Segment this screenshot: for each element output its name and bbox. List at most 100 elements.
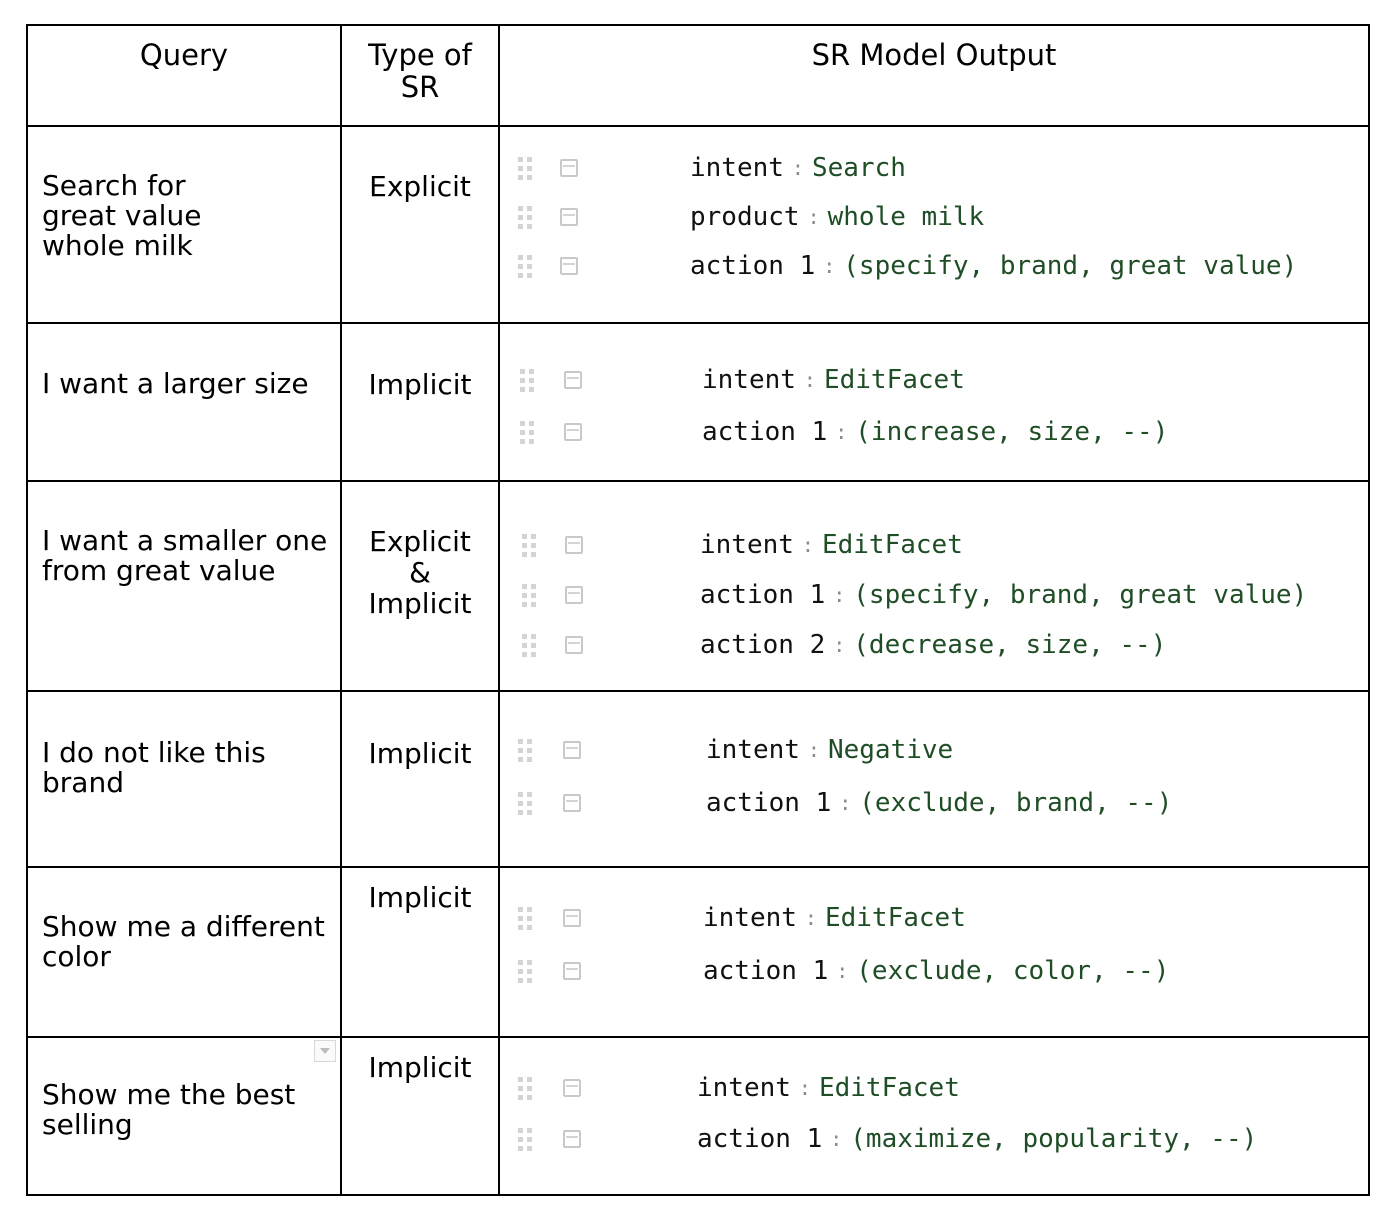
output-field: action 2:(decrease, size, --) [700, 625, 1166, 665]
drag-handle-icon[interactable] [518, 203, 532, 231]
field-value: EditFacet [824, 903, 966, 933]
query-text: Show me the best selling [42, 1078, 296, 1141]
field-key: action 1 [700, 580, 826, 610]
field-key: action 2 [700, 630, 826, 660]
field-key: intent [700, 530, 794, 560]
header-type-label: Type of SR [368, 38, 472, 104]
field-key: intent [706, 735, 800, 765]
query-cell: Show me a different color [26, 866, 342, 1038]
drag-handle-icon[interactable] [522, 631, 536, 659]
drag-handle-icon[interactable] [520, 418, 534, 446]
field-checkbox-icon[interactable] [560, 159, 578, 177]
field-key: intent [690, 153, 784, 183]
header-row: Query Type of SR SR Model Output [26, 24, 1370, 127]
field-separator: : [836, 959, 849, 983]
field-key: action 1 [690, 251, 816, 281]
drag-handle-icon[interactable] [522, 581, 536, 609]
field-key: action 1 [703, 956, 829, 986]
query-text: I want a larger size [42, 367, 309, 400]
sr-type-cell: Explicit & Implicit [340, 480, 500, 692]
sr-type-text: Implicit [368, 737, 472, 770]
field-checkbox-icon[interactable] [560, 208, 578, 226]
query-cell: I want a larger size [26, 322, 342, 482]
drag-handle-icon[interactable] [522, 531, 536, 559]
field-value: (specify, brand, great value) [843, 251, 1298, 281]
field-checkbox-icon[interactable] [563, 741, 581, 759]
header-query: Query [26, 24, 342, 127]
drag-handle-icon[interactable] [518, 154, 532, 182]
field-value: EditFacet [818, 1073, 960, 1103]
drag-handle-icon[interactable] [518, 957, 532, 985]
query-text: Search for great value whole milk [42, 169, 202, 262]
sr-type-cell: Implicit [340, 1036, 500, 1196]
sr-examples-table: Query Type of SR SR Model Output Search … [26, 24, 1370, 1196]
query-cell: Search for great value whole milk [26, 125, 342, 324]
header-type: Type of SR [340, 24, 500, 127]
drag-handle-icon[interactable] [518, 736, 532, 764]
sr-output-cell: intent: EditFacet action 1: (specify, brand… [498, 480, 1370, 692]
field-separator: : [807, 205, 820, 229]
output-field: action 1:(exclude, brand, --) [706, 783, 1172, 823]
field-value: (specify, brand, great value) [853, 580, 1308, 610]
field-checkbox-icon[interactable] [565, 636, 583, 654]
field-checkbox-icon[interactable] [564, 371, 582, 389]
field-value: (exclude, brand, --) [859, 788, 1173, 818]
table-row: Search for great value whole milk Explici… [26, 125, 1370, 324]
field-key: action 1 [706, 788, 832, 818]
field-value: (maximize, popularity, --) [850, 1124, 1258, 1154]
field-value: EditFacet [821, 530, 963, 560]
drag-handle-icon[interactable] [520, 366, 534, 394]
output-field: action 1:(increase, size, --) [702, 412, 1168, 452]
field-separator: : [791, 156, 804, 180]
field-separator: : [835, 420, 848, 444]
field-checkbox-icon[interactable] [563, 962, 581, 980]
sr-type-text: Implicit [368, 368, 472, 401]
field-separator: : [833, 583, 846, 607]
field-checkbox-icon[interactable] [564, 423, 582, 441]
field-separator: : [807, 738, 820, 762]
output-field: action 1:(specify, brand, great value) [690, 246, 1297, 286]
drag-handle-icon[interactable] [518, 252, 532, 280]
field-key: action 1 [697, 1124, 823, 1154]
drag-handle-icon[interactable] [518, 1125, 532, 1153]
field-checkbox-icon[interactable] [563, 1130, 581, 1148]
header-output: SR Model Output [498, 24, 1370, 127]
output-field: intent: Negative [706, 730, 953, 770]
output-field: intent:EditFacet [697, 1068, 960, 1108]
drag-handle-icon[interactable] [518, 1074, 532, 1102]
field-separator: : [801, 533, 814, 557]
field-value: EditFacet [823, 365, 965, 395]
field-key: intent [702, 365, 796, 395]
field-checkbox-icon[interactable] [565, 536, 583, 554]
drag-handle-icon[interactable] [518, 789, 532, 817]
field-checkbox-icon[interactable] [565, 586, 583, 604]
field-value: (decrease, size, --) [853, 630, 1167, 660]
field-separator: : [798, 1076, 811, 1100]
dropdown-arrow-icon[interactable] [314, 1040, 336, 1062]
sr-type-text: Implicit [368, 1051, 472, 1084]
field-key: intent [703, 903, 797, 933]
output-field: intent:EditFacet [702, 360, 965, 400]
sr-type-text: Explicit [369, 170, 471, 203]
output-field: action 1:(maximize, popularity, --) [697, 1119, 1257, 1159]
output-field: intent:EditFacet [703, 898, 966, 938]
output-field: intent:Search [690, 148, 906, 188]
query-text: I want a smaller one from great value [42, 524, 328, 587]
field-checkbox-icon[interactable] [563, 794, 581, 812]
field-checkbox-icon[interactable] [563, 909, 581, 927]
query-cell: I want a smaller one from great value [26, 480, 342, 692]
query-cell: Show me the best selling [26, 1036, 342, 1196]
field-checkbox-icon[interactable] [560, 257, 578, 275]
query-text: Show me a different color [42, 910, 325, 973]
field-value: Negative [827, 735, 954, 765]
drag-handle-icon[interactable] [518, 904, 532, 932]
field-checkbox-icon[interactable] [563, 1079, 581, 1097]
